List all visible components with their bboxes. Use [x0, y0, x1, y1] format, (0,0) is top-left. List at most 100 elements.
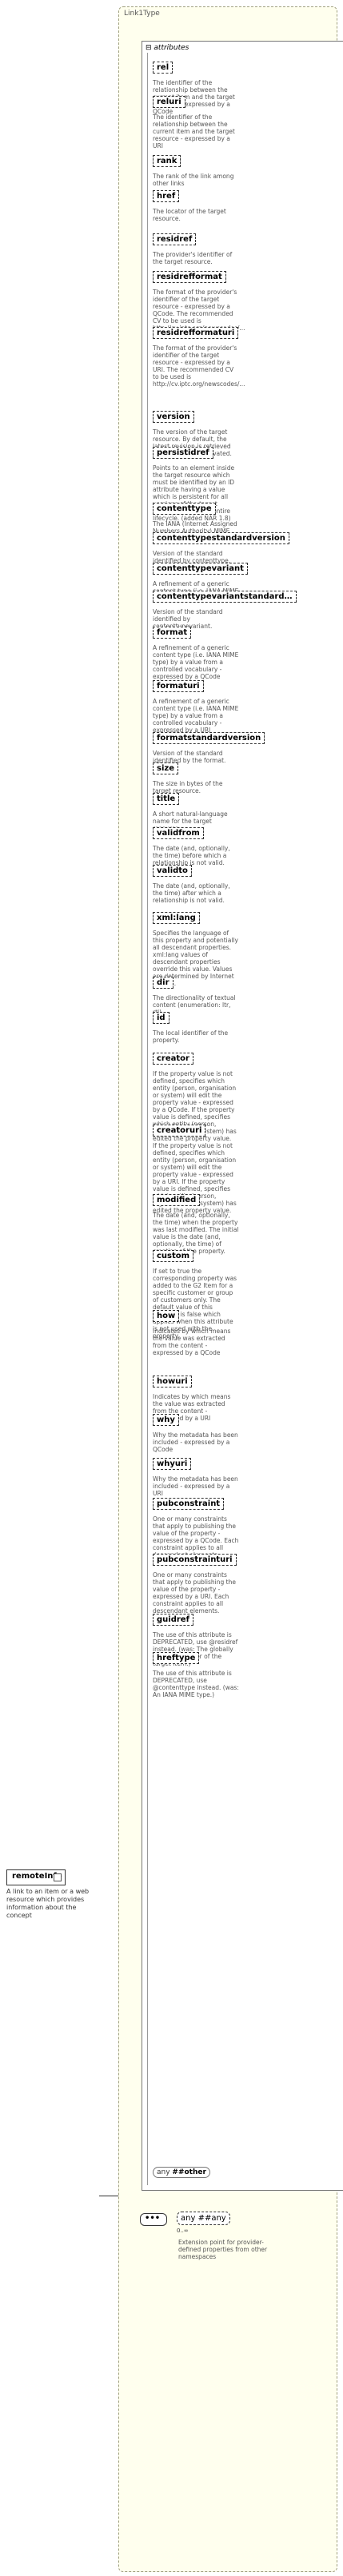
root-element-description: A link to an item or a web resource whic… [6, 1888, 90, 1919]
attribute-item: contenttypevariantstandardver... Version … [153, 591, 297, 630]
attribute-name-box[interactable]: formatstandardversion [153, 732, 265, 744]
attribute-description: The use of this attribute is DEPRECATED,… [153, 1670, 239, 1698]
attribute-item: custom If set to true the corresponding p… [153, 1250, 239, 1340]
attribute-name-box[interactable]: why [153, 1414, 179, 1426]
attribute-description: The date (and, optionally, the time) bef… [153, 845, 230, 866]
attribute-description: The identifier of the relationship betwe… [153, 113, 235, 149]
root-element-box[interactable]: remoteInfo [6, 1869, 66, 1885]
attribute-name-box[interactable]: validfrom [153, 827, 204, 839]
attribute-name-box[interactable]: custom [153, 1250, 194, 1262]
attribute-name-box[interactable]: rel [153, 62, 173, 74]
attribute-name-box[interactable]: how [153, 1310, 180, 1322]
attribute-description: Version of the standard identified by th… [153, 750, 226, 764]
attribute-name-box[interactable]: howuri [153, 1376, 192, 1388]
attribute-name-box[interactable]: creator [153, 1053, 193, 1065]
root-element-name: remoteInfo [12, 1872, 62, 1881]
attribute-name-box[interactable]: hreftype [153, 1652, 200, 1664]
attribute-description: The local identifier of the property. [153, 1029, 229, 1044]
attribute-description: One or many constraints that apply to pu… [153, 1515, 239, 1559]
attribute-name-box[interactable]: xml:lang [153, 912, 200, 924]
attribute-description: A refinement of a generic content type (… [153, 698, 239, 734]
attribute-description: The size in bytes of the target resource… [153, 780, 223, 794]
sequence-symbol-icon [54, 1873, 62, 1881]
attribute-name-box[interactable]: dir [153, 977, 173, 989]
attribute-name-box[interactable]: pubconstraint [153, 1498, 225, 1510]
sequence-compositor-icon: ••• [145, 2214, 161, 2223]
attribute-name-box[interactable]: formaturi [153, 680, 204, 692]
attribute-name-box[interactable]: whyuri [153, 1458, 192, 1470]
attribute-name-box[interactable]: residref [153, 233, 197, 245]
attribute-name-box[interactable]: contenttype [153, 503, 216, 515]
attribute-description: One or many constraints that apply to pu… [153, 1571, 236, 1614]
attribute-name-box[interactable]: validto [153, 865, 192, 877]
attribute-name-box[interactable]: contenttypevariantstandardver... [153, 591, 297, 603]
attribute-name-box[interactable]: residrefformat [153, 271, 226, 283]
attribute-name-box[interactable]: residrefformaturi [153, 327, 239, 339]
attribute-description: Indicates by which means the value was e… [153, 1393, 231, 1422]
any-attribute-prefix: any [157, 2168, 170, 2176]
attribute-name-box[interactable]: reluri [153, 96, 185, 108]
any-element[interactable]: any ##any [177, 2212, 230, 2225]
attribute-name-box[interactable]: size [153, 762, 178, 774]
attribute-name-box[interactable]: guidref [153, 1614, 193, 1626]
attribute-description: Why the metadata has been included - exp… [153, 1431, 238, 1453]
attributes-vertical-line [147, 53, 148, 2185]
attribute-name-box[interactable]: contenttypestandardversion [153, 532, 289, 544]
attribute-name-box[interactable]: pubconstrainturi [153, 1554, 237, 1566]
attribute-name-box[interactable]: creatoruri [153, 1125, 206, 1137]
attribute-name-box[interactable]: rank [153, 155, 181, 167]
attribute-item: formaturi A refinement of a generic conte… [153, 680, 239, 734]
attribute-name-box[interactable]: href [153, 190, 180, 202]
attribute-name-box[interactable]: contenttypevariant [153, 563, 248, 575]
any-element-occurs: 0..∞ [177, 2228, 189, 2234]
attribute-name-box[interactable]: title [153, 793, 180, 805]
attribute-description: If set to true the corresponding propert… [153, 1268, 237, 1340]
attribute-description: Why the metadata has been included - exp… [153, 1475, 238, 1497]
attribute-name-box[interactable]: persistidref [153, 447, 213, 459]
attribute-description: The date (and, optionally, the time) whe… [153, 1212, 239, 1255]
sequence-compositor[interactable]: ••• [140, 2213, 167, 2226]
any-attribute[interactable]: any ##other [153, 2167, 210, 2178]
attributes-group-title[interactable]: attributes [146, 44, 189, 52]
attribute-description: The provider's identifier of the target … [153, 251, 233, 265]
attribute-name-box[interactable]: version [153, 411, 194, 423]
attribute-name-box[interactable]: id [153, 1012, 170, 1024]
attribute-description: Indicates by which means the value was e… [153, 1328, 231, 1356]
attribute-description: Version of the standard identified by co… [153, 550, 231, 564]
attribute-description: The locator of the target resource. [153, 208, 226, 222]
type-name: Link1Type [124, 10, 160, 18]
attribute-description: Version of the standard identified by co… [153, 608, 223, 630]
attributes-group: attributes [142, 41, 343, 2191]
attribute-name-box[interactable]: format [153, 627, 192, 639]
root-element: remoteInfo A link to an item or a web re… [6, 1869, 89, 1920]
attribute-description: The rank of the link among other links [153, 173, 234, 187]
any-attribute-name: ##other [172, 2168, 206, 2176]
attribute-description: The format of the provider's identifier … [153, 344, 245, 388]
attribute-name-box[interactable]: modified [153, 1194, 201, 1206]
attribute-description: The date (and, optionally, the time) aft… [153, 882, 230, 904]
